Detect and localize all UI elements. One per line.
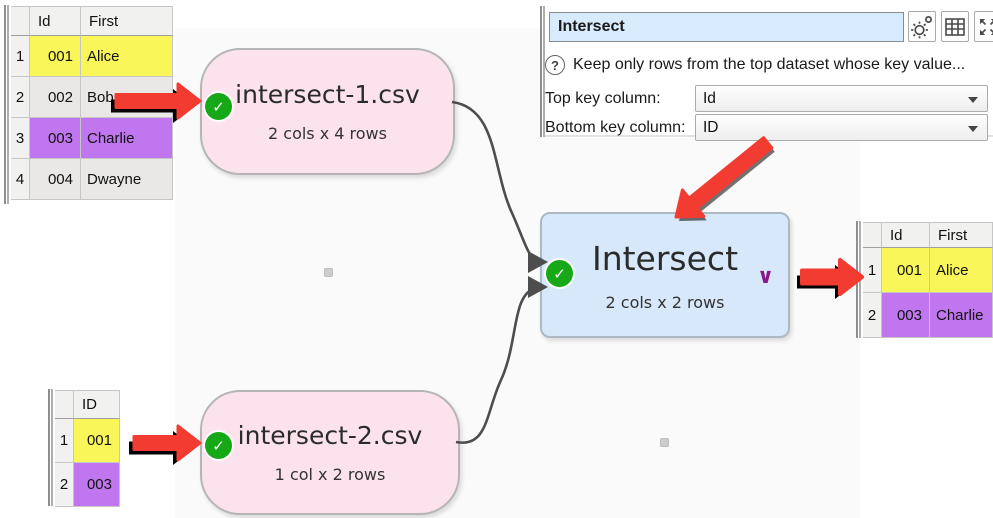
- cell-id[interactable]: 004: [30, 159, 81, 200]
- row-number[interactable]: 2: [863, 293, 882, 338]
- success-check-icon: ✓: [205, 93, 232, 120]
- cell-id[interactable]: 001: [74, 419, 120, 463]
- top-key-select[interactable]: Id: [695, 85, 988, 112]
- cell-id[interactable]: 002: [30, 77, 81, 118]
- cell-id[interactable]: 001: [882, 248, 930, 293]
- cell-first[interactable]: Alice: [81, 36, 173, 77]
- canvas-grid-dot: [660, 438, 669, 447]
- gear-icon: [911, 15, 932, 38]
- table-corner: [11, 7, 30, 36]
- row-number[interactable]: 4: [11, 159, 30, 200]
- row-number[interactable]: 1: [863, 248, 882, 293]
- chevron-down-icon: [968, 97, 978, 103]
- row-number[interactable]: 3: [11, 118, 30, 159]
- column-header-id[interactable]: Id: [30, 7, 81, 36]
- window-edge: [856, 221, 861, 338]
- chevron-down-icon: ∨: [756, 264, 774, 288]
- window-edge: [4, 5, 9, 204]
- column-header-id[interactable]: Id: [882, 223, 930, 248]
- input-table-2: ID 1 001 2 003: [55, 390, 120, 507]
- table-corner: [863, 223, 882, 248]
- row-number[interactable]: 2: [55, 463, 74, 507]
- row-number[interactable]: 1: [11, 36, 30, 77]
- input-table-1: Id First 1 001 Alice 2 002 Bob 3 003 Cha…: [11, 6, 173, 200]
- output-table: Id First 1 001 Alice 2 003 Charlie: [863, 222, 993, 338]
- column-header-first[interactable]: First: [81, 7, 173, 36]
- node-title: intersect-2.csv: [237, 421, 423, 450]
- node-title: Intersect: [591, 238, 739, 278]
- expand-button[interactable]: [974, 11, 993, 42]
- window-edge: [48, 389, 53, 506]
- table-icon: [945, 17, 965, 36]
- node-intersect-2-csv[interactable]: ✓ intersect-2.csv 1 col x 2 rows: [200, 390, 460, 515]
- canvas-grid-dot: [324, 268, 333, 277]
- cell-id[interactable]: 003: [882, 293, 930, 338]
- expand-icon: [980, 18, 993, 35]
- panel-toolbar: [908, 11, 993, 42]
- chevron-down-icon: [968, 126, 978, 132]
- help-icon[interactable]: ?: [545, 55, 565, 75]
- cell-first[interactable]: Alice: [930, 248, 993, 293]
- node-intersect-transform[interactable]: ✓ Intersect 2 cols x 2 rows ∨: [540, 212, 790, 338]
- node-intersect-1-csv[interactable]: ✓ intersect-1.csv 2 cols x 4 rows: [200, 48, 455, 175]
- node-title: intersect-1.csv: [235, 80, 420, 109]
- help-row: ? Keep only rows from the top dataset wh…: [545, 55, 990, 75]
- cell-first[interactable]: Bob: [81, 77, 173, 118]
- panel-edge: [540, 6, 545, 137]
- cell-first[interactable]: Dwayne: [81, 159, 173, 200]
- cell-id[interactable]: 003: [30, 118, 81, 159]
- top-key-value: Id: [703, 90, 716, 107]
- transform-description: Keep only rows from the top dataset whos…: [573, 56, 966, 73]
- top-key-label: Top key column:: [545, 89, 661, 107]
- bottom-key-label: Bottom key column:: [545, 118, 686, 136]
- column-header-first[interactable]: First: [930, 223, 993, 248]
- bottom-key-field: Bottom key column: ID: [545, 114, 988, 141]
- success-check-icon: ✓: [205, 432, 232, 459]
- bottom-key-select[interactable]: ID: [695, 114, 988, 141]
- show-table-button[interactable]: [941, 11, 969, 42]
- settings-button[interactable]: [908, 11, 936, 42]
- node-size-label: 1 col x 2 rows: [274, 465, 386, 484]
- bottom-key-value: ID: [703, 119, 719, 136]
- cell-id[interactable]: 001: [30, 36, 81, 77]
- row-number[interactable]: 2: [11, 77, 30, 118]
- success-check-icon: ✓: [546, 260, 573, 287]
- node-size-label: 2 cols x 4 rows: [268, 124, 387, 143]
- transform-name-input[interactable]: [549, 12, 904, 42]
- cell-first[interactable]: Charlie: [81, 118, 173, 159]
- cell-first[interactable]: Charlie: [930, 293, 993, 338]
- row-number[interactable]: 1: [55, 419, 74, 463]
- table-corner: [55, 391, 74, 419]
- transform-settings-panel: ? Keep only rows from the top dataset wh…: [540, 6, 993, 141]
- column-header-id[interactable]: ID: [74, 391, 120, 419]
- top-key-field: Top key column: Id: [545, 85, 988, 112]
- node-size-label: 2 cols x 2 rows: [605, 292, 725, 312]
- cell-id[interactable]: 003: [74, 463, 120, 507]
